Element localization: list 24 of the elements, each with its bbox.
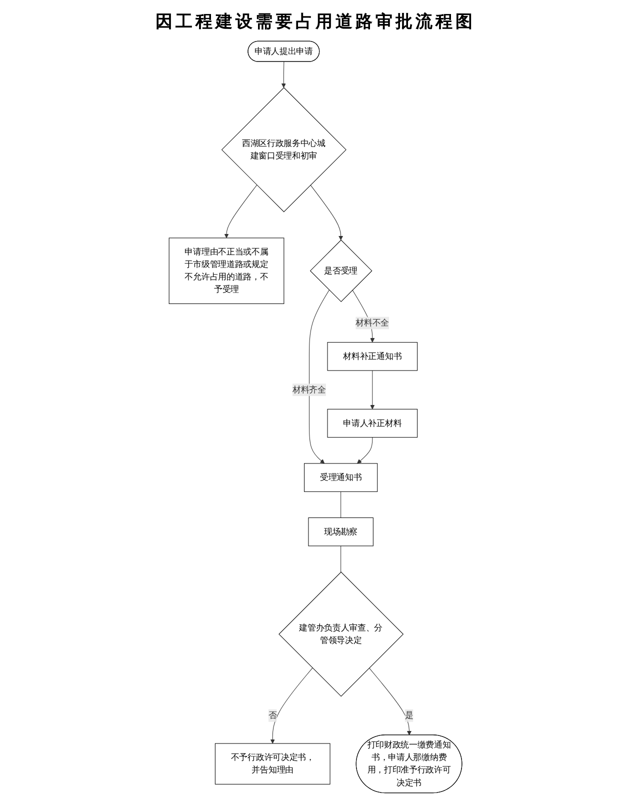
node-box: 不予行政许可决定书，并告知理由	[214, 743, 330, 784]
arrow	[370, 370, 375, 410]
arrow	[368, 668, 412, 736]
node-box: 申请人补正材料	[327, 408, 418, 438]
node-box: 受理通知书	[304, 463, 378, 492]
node-diamond: 建管办负责人审查、分管领导决定	[278, 572, 404, 697]
arrow	[357, 437, 373, 464]
arrow	[310, 184, 344, 240]
node-box: 申请理由不正当或不属于市级管理道路或规定不允许占用的道路，不予受理	[168, 238, 284, 304]
arrow	[270, 668, 313, 744]
edge-label: 材料不全	[356, 318, 390, 328]
node-diamond: 是否受理	[310, 240, 372, 302]
node-box: 材料补正通知书	[327, 342, 418, 371]
edge-label: 是	[404, 710, 414, 720]
edge-label: 否	[268, 710, 277, 720]
connector	[340, 546, 342, 572]
edge-label: 材料齐全	[292, 384, 326, 395]
connector	[340, 491, 342, 518]
node-box: 现场勘察	[308, 517, 374, 546]
arrow	[308, 290, 330, 464]
arrow	[281, 62, 286, 88]
diagram-title: 因工程建设需要占用道路审批流程图	[154, 11, 476, 33]
node-diamond: 西湖区行政服务中心城建窗口受理和初审	[221, 87, 346, 212]
arrow	[224, 184, 258, 238]
